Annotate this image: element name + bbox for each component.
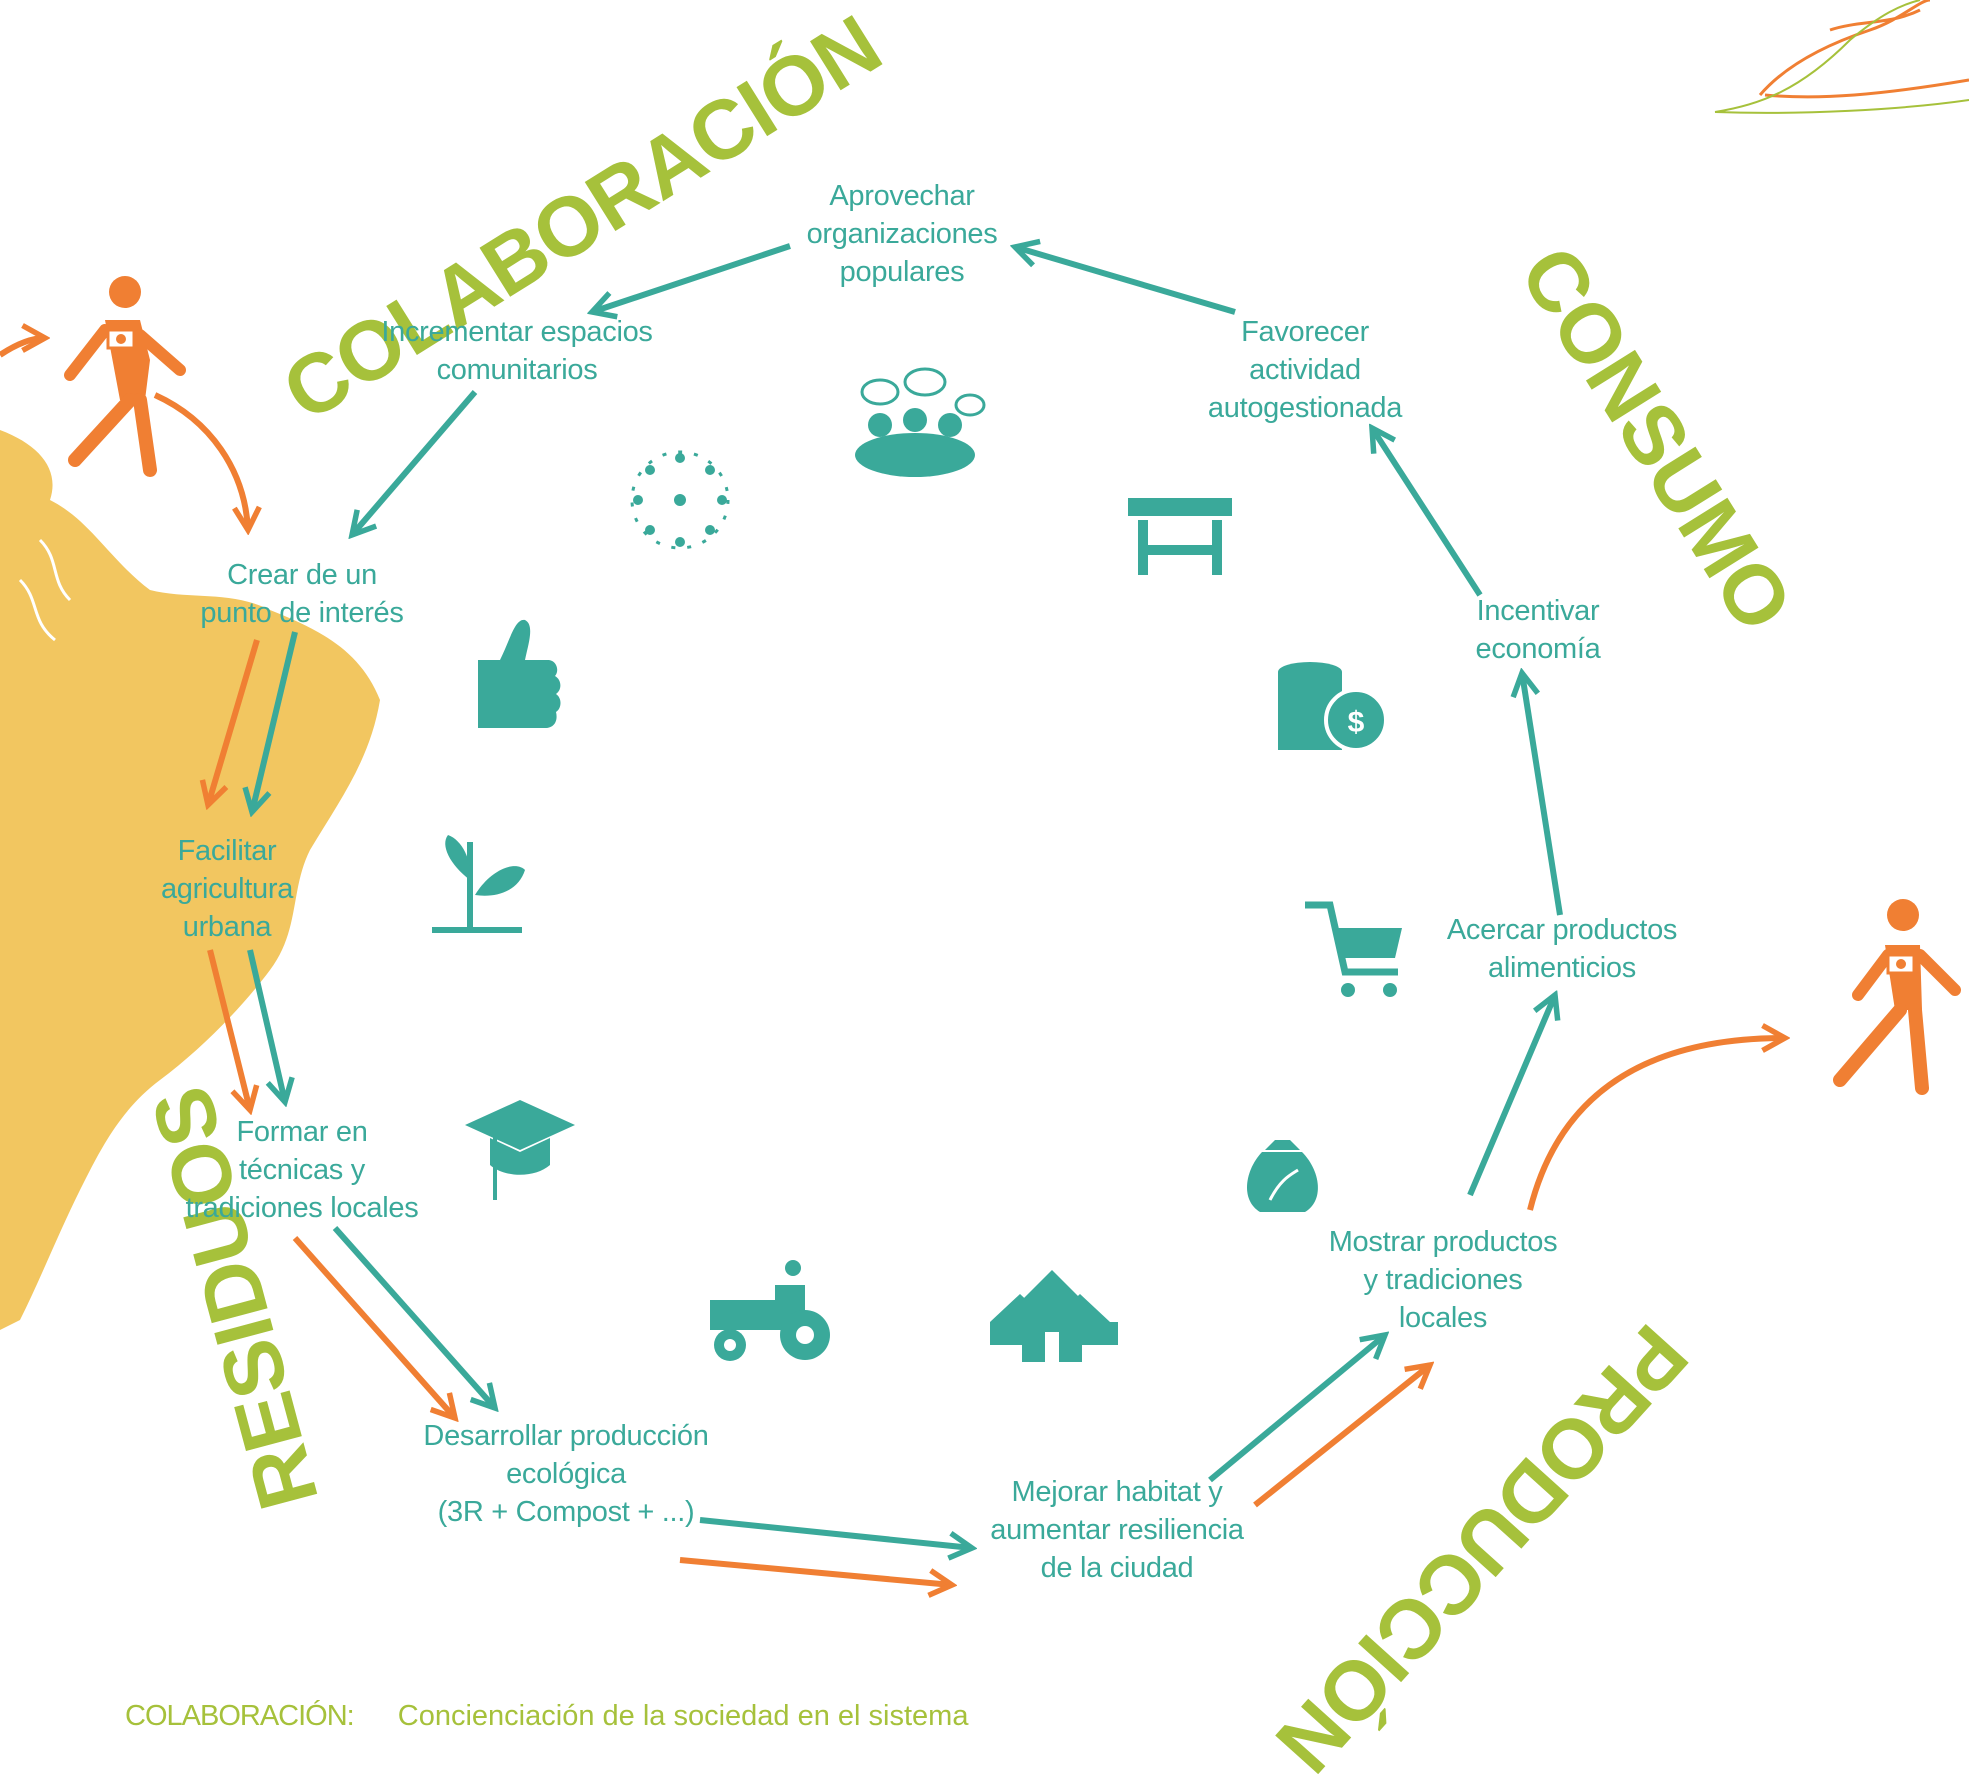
- arrow-tourist-in: [0, 338, 45, 358]
- arrow-orange-crear-to-facilitar: [208, 639, 260, 805]
- walking-tourist-icon: [64, 276, 186, 477]
- footer-key: COLABORACIÓN:: [125, 1700, 355, 1732]
- node-facilitar-line: Facilitar: [177, 835, 277, 867]
- map-rivers: [18, 538, 72, 642]
- node-mostrar: Mostrar productos y tradiciones locales: [1329, 1223, 1558, 1337]
- node-mejorar-line: Mejorar habitat y: [1011, 1476, 1223, 1508]
- node-mejorar-line: aumentar resiliencia: [990, 1514, 1244, 1546]
- tractor-icon: [710, 1260, 830, 1361]
- arrow-incentivar-to-favorecer: [1372, 428, 1483, 597]
- node-mostrar-line: y tradiciones: [1363, 1264, 1523, 1296]
- node-aprovechar: Aprovechar organizaciones populares: [807, 177, 998, 291]
- community-meeting-icon: [855, 367, 986, 477]
- node-incentivar: Incentivar economía: [1476, 592, 1601, 668]
- map-landmass: [0, 430, 380, 1330]
- node-incrementar: Incrementar espacios comunitarios: [381, 313, 653, 389]
- arrow-mostrar-to-acercar: [1467, 995, 1555, 1197]
- map-sketch: [1758, 0, 1969, 99]
- node-favorecer: Favorecer actividad autogestionada: [1208, 313, 1402, 427]
- footer-text: Concienciación de la sociedad en el sist…: [397, 1700, 969, 1732]
- people-circle-icon: [630, 450, 730, 550]
- sprout-icon: [432, 835, 525, 933]
- node-desarrollar-line: ecológica: [506, 1458, 626, 1490]
- arrow-tourist-to-crear: [153, 392, 248, 530]
- walking-tourist-right-icon: [1833, 899, 1961, 1095]
- houses-icon: [990, 1270, 1118, 1362]
- node-facilitar: Facilitar agricultura urbana: [161, 832, 293, 946]
- node-desarrollar-line: (3R + Compost + ...): [437, 1496, 695, 1528]
- node-formar-line: tradiciones locales: [185, 1192, 419, 1224]
- svg-text:$: $: [1348, 706, 1365, 739]
- arrow-mejorar-to-mostrar: [1208, 1335, 1385, 1483]
- market-stall-icon: [1128, 498, 1232, 575]
- arrow-incrementar-to-crear: [352, 390, 478, 535]
- node-crear: Crear de un punto de interés: [200, 556, 403, 632]
- node-favorecer-line: autogestionada: [1207, 392, 1403, 424]
- arrow-orange-facilitar-to-formar: [207, 949, 250, 1110]
- node-incrementar-line: Incrementar espacios: [381, 316, 653, 348]
- thumbs-up-icon: [478, 619, 561, 728]
- arrow-acercar-to-incentivar: [1522, 673, 1563, 916]
- grain-sack-icon: [1247, 1140, 1318, 1212]
- arrow-favorecer-to-aprovechar: [1015, 247, 1236, 315]
- node-aprovechar-line: Aprovechar: [829, 180, 975, 212]
- node-facilitar-line: agricultura: [160, 873, 294, 905]
- node-mejorar: Mejorar habitat y aumentar resiliencia d…: [990, 1473, 1244, 1587]
- node-incentivar-line: Incentivar: [1476, 595, 1600, 627]
- footer-legend: COLABORACIÓN: Concienciación de la socie…: [125, 1700, 968, 1733]
- node-favorecer-line: Favorecer: [1241, 316, 1369, 348]
- node-acercar: Acercar productos alimenticios: [1446, 911, 1678, 987]
- node-crear-line: punto de interés: [200, 597, 404, 629]
- arrow-facilitar-to-formar: [247, 949, 285, 1102]
- map-sketch-outline: [1714, 0, 1969, 114]
- node-mejorar-line: de la ciudad: [1040, 1552, 1194, 1584]
- arrow-orange-mejorar-to-mostrar: [1253, 1365, 1430, 1508]
- node-acercar-line: alimenticios: [1488, 952, 1636, 984]
- arrow-crear-to-facilitar: [252, 631, 298, 812]
- arrow-formar-to-desarrollar: [332, 1226, 495, 1408]
- arrow-tourist-out: [1527, 1038, 1785, 1211]
- node-incentivar-line: economía: [1475, 633, 1601, 665]
- node-aprovechar-line: organizaciones: [806, 218, 998, 250]
- node-crear-line: Crear de un: [227, 559, 377, 591]
- node-formar-line: Formar en: [236, 1116, 368, 1148]
- arrow-aprovechar-to-incrementar: [592, 243, 791, 312]
- node-mostrar-line: locales: [1398, 1302, 1488, 1334]
- arrow-desarrollar-to-mejorar: [699, 1517, 972, 1548]
- node-aprovechar-line: populares: [839, 256, 965, 288]
- arrow-orange-formar-to-desarrollar: [292, 1236, 455, 1418]
- node-facilitar-line: urbana: [182, 911, 272, 943]
- node-formar-line: técnicas y: [239, 1154, 365, 1186]
- node-acercar-line: Acercar productos: [1446, 914, 1678, 946]
- graduation-cap-icon: [465, 1100, 575, 1200]
- coins-dollar-icon: $: [1278, 662, 1388, 752]
- node-formar: Formar en técnicas y tradiciones locales: [186, 1113, 419, 1227]
- node-desarrollar: Desarrollar producción ecológica (3R + C…: [423, 1417, 708, 1531]
- node-favorecer-line: actividad: [1249, 354, 1361, 386]
- shopping-cart-icon: [1305, 901, 1402, 997]
- node-mostrar-line: Mostrar productos: [1328, 1226, 1558, 1258]
- node-incrementar-line: comunitarios: [436, 354, 598, 386]
- arrow-orange-desarrollar-to-mejorar: [679, 1557, 952, 1585]
- node-desarrollar-line: Desarrollar producción: [423, 1420, 709, 1452]
